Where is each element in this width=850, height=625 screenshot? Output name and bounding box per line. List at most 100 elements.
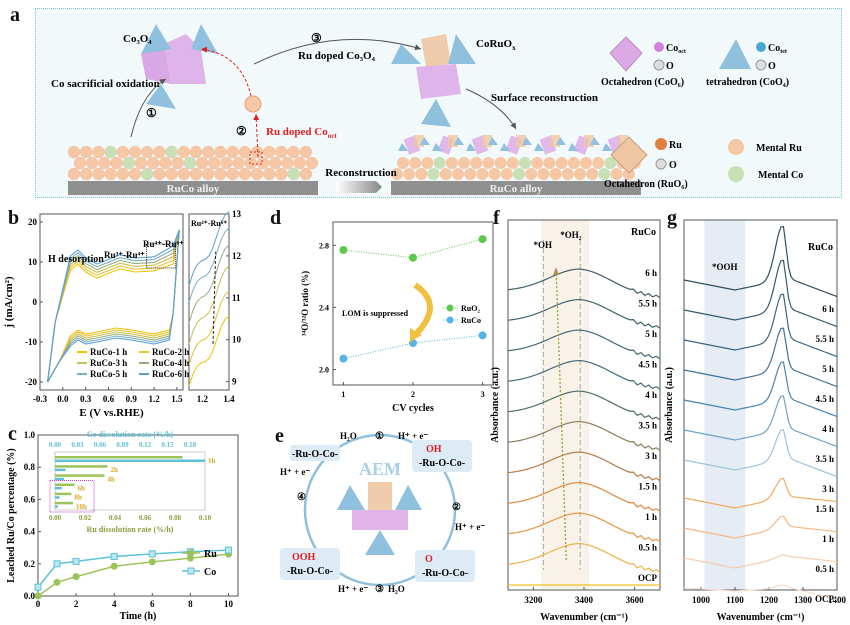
y-axis-label: ³⁴O/³²O ratio (%)	[300, 271, 310, 336]
metal-ru-atom	[195, 156, 209, 170]
legend-co-tet: Cotet	[768, 43, 787, 55]
vacancy-box	[249, 151, 263, 165]
metal-ru-atom	[202, 167, 215, 181]
y-axis-label: Leached Ru/Co percentage (%)	[6, 448, 17, 583]
annotation-oh2: *OH₂	[560, 230, 582, 240]
x-tick-label: 3200	[524, 595, 543, 605]
annotation-lom: LOM is suppressed	[342, 309, 409, 318]
x-tick-label: 2	[411, 390, 415, 399]
inset-frame	[188, 213, 230, 391]
spectrum-label: 3.5 h	[815, 454, 834, 464]
legend-marker	[187, 549, 195, 557]
metal-ru-atom	[275, 145, 288, 159]
data-point-ru	[72, 573, 80, 581]
spectrum-label: 0.5 h	[815, 564, 834, 574]
metal-ru-atom	[293, 156, 306, 170]
surface-recon-label: Surface reconstruction	[491, 92, 598, 104]
metal-ru-atom	[622, 168, 635, 180]
surface-tetrahedron	[590, 137, 600, 145]
metal-ru-atom	[226, 145, 239, 159]
red-dashed-arrow	[200, 46, 252, 97]
legend-title: RuCo	[808, 242, 833, 253]
surface-ru-octahedron	[618, 135, 628, 147]
inset-ru-bar	[55, 483, 75, 486]
inset-top-tick-label: 0.06	[94, 441, 107, 449]
spectrum-label: OCP	[638, 573, 658, 583]
metal-ru-atom	[128, 167, 142, 181]
co3o4-label: Co₃O₄	[123, 33, 152, 45]
inset-y-tick-label: 12	[232, 251, 242, 261]
x-tick-label: 6	[150, 599, 155, 609]
spectrum-label: 1 h	[822, 534, 834, 544]
legend-tetrahedron-coo4: Cotet O tetrahedron (CoO₄)	[706, 39, 789, 88]
spectrum-label: 6 h	[645, 268, 657, 278]
x-tick-label: 1000	[692, 595, 711, 605]
metal-ru-atom	[391, 168, 403, 180]
state-1-box	[290, 445, 340, 461]
state-3-adsorbate: O	[425, 554, 433, 565]
inset-ru-bar	[55, 465, 108, 468]
step3-label: ③	[311, 31, 322, 45]
coruox-cluster	[391, 34, 476, 127]
annotation-h-desorption: H desorption	[48, 254, 104, 265]
aem-cycle-ring	[303, 433, 457, 587]
inset-top-tick-label: 0.15	[161, 441, 174, 449]
shaded-region	[540, 220, 590, 590]
metal-ru-atom	[80, 167, 93, 181]
y-tick-label: 0.6	[24, 494, 36, 504]
y-axis-label: j (mA/cm²)	[3, 276, 15, 329]
inset-top-tick-label: 0.00	[49, 441, 62, 449]
alloy-base-left	[68, 181, 318, 195]
spectrum-1h	[683, 515, 838, 539]
metal-co-atom	[427, 168, 440, 180]
metal-co-atom	[122, 156, 135, 170]
inset-bottom-tick-label: 0.00	[49, 514, 62, 522]
inset-ru-bar	[55, 474, 105, 477]
y-tick-label: 2.8	[319, 241, 329, 250]
metal-ru-atom	[287, 145, 300, 159]
spectrum-0.5h	[507, 543, 661, 573]
data-point	[478, 331, 487, 340]
spectrum-5.5h	[507, 299, 661, 329]
inset-top-tick-label: 0.18	[184, 441, 197, 449]
legend-ruo6-label: Octahedron (RuO₆)	[604, 179, 688, 190]
metal-ru-atom	[494, 157, 507, 169]
x-tick-label: 0.9	[126, 394, 138, 404]
metal-ru-atom	[238, 145, 251, 159]
step1-label: ①	[146, 106, 157, 120]
spectrum-label: 0.5 h	[638, 543, 657, 553]
metal-co-atom	[604, 157, 617, 169]
metal-ru-atom	[281, 156, 294, 170]
trend-arrowhead	[553, 267, 560, 275]
inset-bottom-tick-label: 0.08	[169, 514, 182, 522]
aem-cycle-diagram: AEM -Ru-O-Co- OH -Ru-O-Co- O -Ru-O-Co- O…	[280, 431, 485, 595]
inset-curve-6	[188, 211, 230, 286]
surface-tetrahedron	[522, 137, 532, 145]
legend-marker	[446, 316, 454, 324]
spectrum-OCP	[683, 584, 838, 601]
metal-co-atom	[165, 145, 178, 159]
inset-category-label: 6h	[78, 485, 86, 493]
metal-ru-atom	[305, 156, 318, 170]
inset-top-axis-label: Co dissolution rate (%/h)	[87, 430, 174, 439]
legend-label: RuCo-6 h	[152, 369, 189, 379]
state-4-text: -Ru-O-Co-	[287, 566, 333, 577]
ru-doped-cooct-label: Ru doped Cooct	[266, 126, 337, 140]
surface-tetrahedron	[398, 143, 408, 151]
metal-ru-atom	[275, 167, 288, 181]
legend-co-oct: Cooct	[666, 43, 686, 55]
metal-ru-atom	[525, 168, 538, 180]
legend-label: RuO₂	[461, 304, 480, 313]
x-tick-label: 10	[224, 599, 234, 609]
state-3-text: -Ru-O-Co-	[422, 568, 468, 579]
legend-ru: Ru	[669, 140, 682, 151]
metal-ru-atom	[128, 145, 142, 159]
panel-label-a: a	[10, 4, 20, 26]
legend-marker	[187, 567, 195, 575]
metal-ru-atom	[153, 145, 166, 159]
metal-ru-atom	[482, 157, 495, 169]
metal-co-atom	[519, 157, 531, 169]
inset-category-label: 4h	[108, 475, 116, 483]
surface-tetrahedron	[466, 143, 476, 151]
